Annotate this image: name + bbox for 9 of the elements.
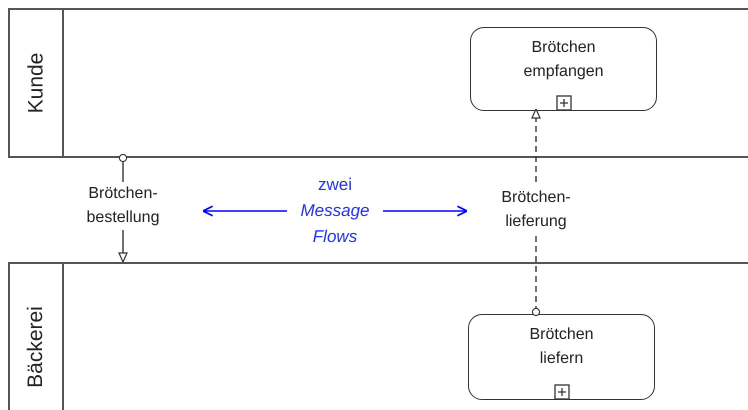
arrow <box>383 205 468 217</box>
subprocess-box: Brötchen empfangen <box>470 27 657 111</box>
pool <box>8 262 748 410</box>
pool <box>8 8 748 158</box>
arrow <box>202 205 287 217</box>
pool-label: Bäckerei <box>24 306 48 388</box>
pool-label: Kunde <box>24 52 48 114</box>
subprocess-box: Brötchen liefern <box>468 314 655 400</box>
annotation-text: zwei Message Flows <box>287 172 383 250</box>
